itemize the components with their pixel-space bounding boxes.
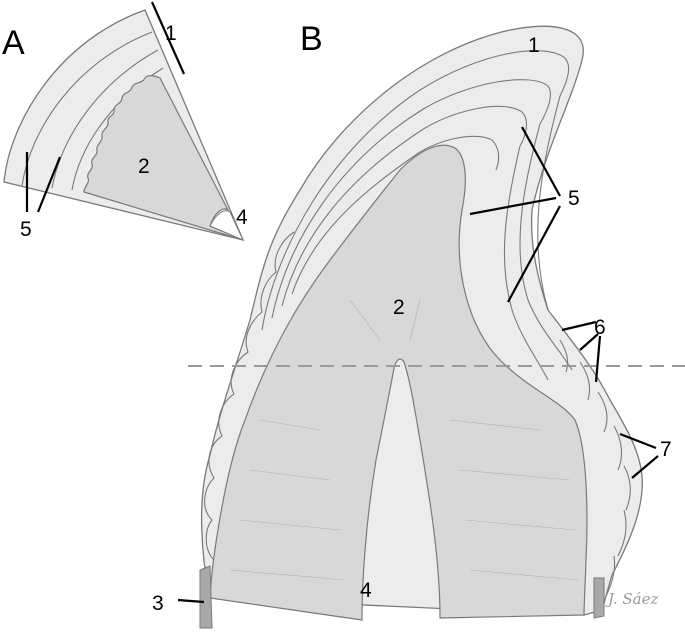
panel-b-label-5: 5 [568, 187, 580, 210]
panel-a-growth-line [51, 49, 159, 189]
panel-a-tip [209, 210, 245, 241]
panel-b-growth-line [261, 50, 570, 331]
panel-b-ridges-right [559, 339, 631, 597]
panel-b-base-strip-left [199, 565, 213, 629]
panel-b-leader-6c [594, 335, 602, 383]
panel-b-label-3: 3 [152, 592, 164, 615]
panel-a-label-1: 1 [165, 22, 177, 45]
artist-signature: J. Sáez [605, 590, 658, 608]
panel-a-leader-1 [150, 1, 186, 75]
panel-b-growth-line [291, 135, 500, 295]
panel-b-leader-5c [507, 205, 561, 303]
panel-b-label-1: 1 [528, 34, 540, 57]
panel-b-bone-core [209, 144, 588, 621]
panel-a-leader-5b [36, 156, 62, 213]
panel-b-growth-line [519, 123, 573, 371]
panel-b-label-2: 2 [393, 296, 405, 319]
panel-b-growth-line [271, 79, 551, 319]
panel-a-label-5: 5 [20, 218, 32, 241]
panel-a-label-2: 2 [138, 155, 150, 178]
panel-a-bone-core [83, 75, 244, 241]
panel-a-letter: A [2, 24, 25, 62]
panel-b-leader-3 [177, 598, 205, 604]
panel-b-base-strip-right [593, 577, 605, 619]
panel-b-core-texture [229, 299, 579, 581]
panel-b-growth-line [281, 105, 528, 307]
panel-b-leader-7a [619, 432, 657, 450]
panel-b-letter: B [300, 20, 323, 58]
panel-b-growth-line [537, 95, 561, 311]
panel-b-label-6: 6 [594, 316, 606, 339]
panel-b-leader-6a [561, 320, 597, 332]
panel-b-ridges-left [204, 231, 295, 561]
panel-b-label-4: 4 [360, 579, 372, 602]
panel-a-label-4: 4 [236, 206, 248, 229]
panel-b-leader-5b [469, 196, 557, 216]
panel-b-leader-7b [631, 455, 659, 479]
panel-b-label-7: 7 [660, 438, 672, 461]
panel-b-leader-5a [521, 126, 561, 197]
panel-b: B 1 2 3 4 5 6 7 J. Sáez [152, 20, 685, 629]
panel-a: A 1 2 4 5 [2, 1, 248, 241]
panel-b-leader-6b [579, 333, 599, 351]
